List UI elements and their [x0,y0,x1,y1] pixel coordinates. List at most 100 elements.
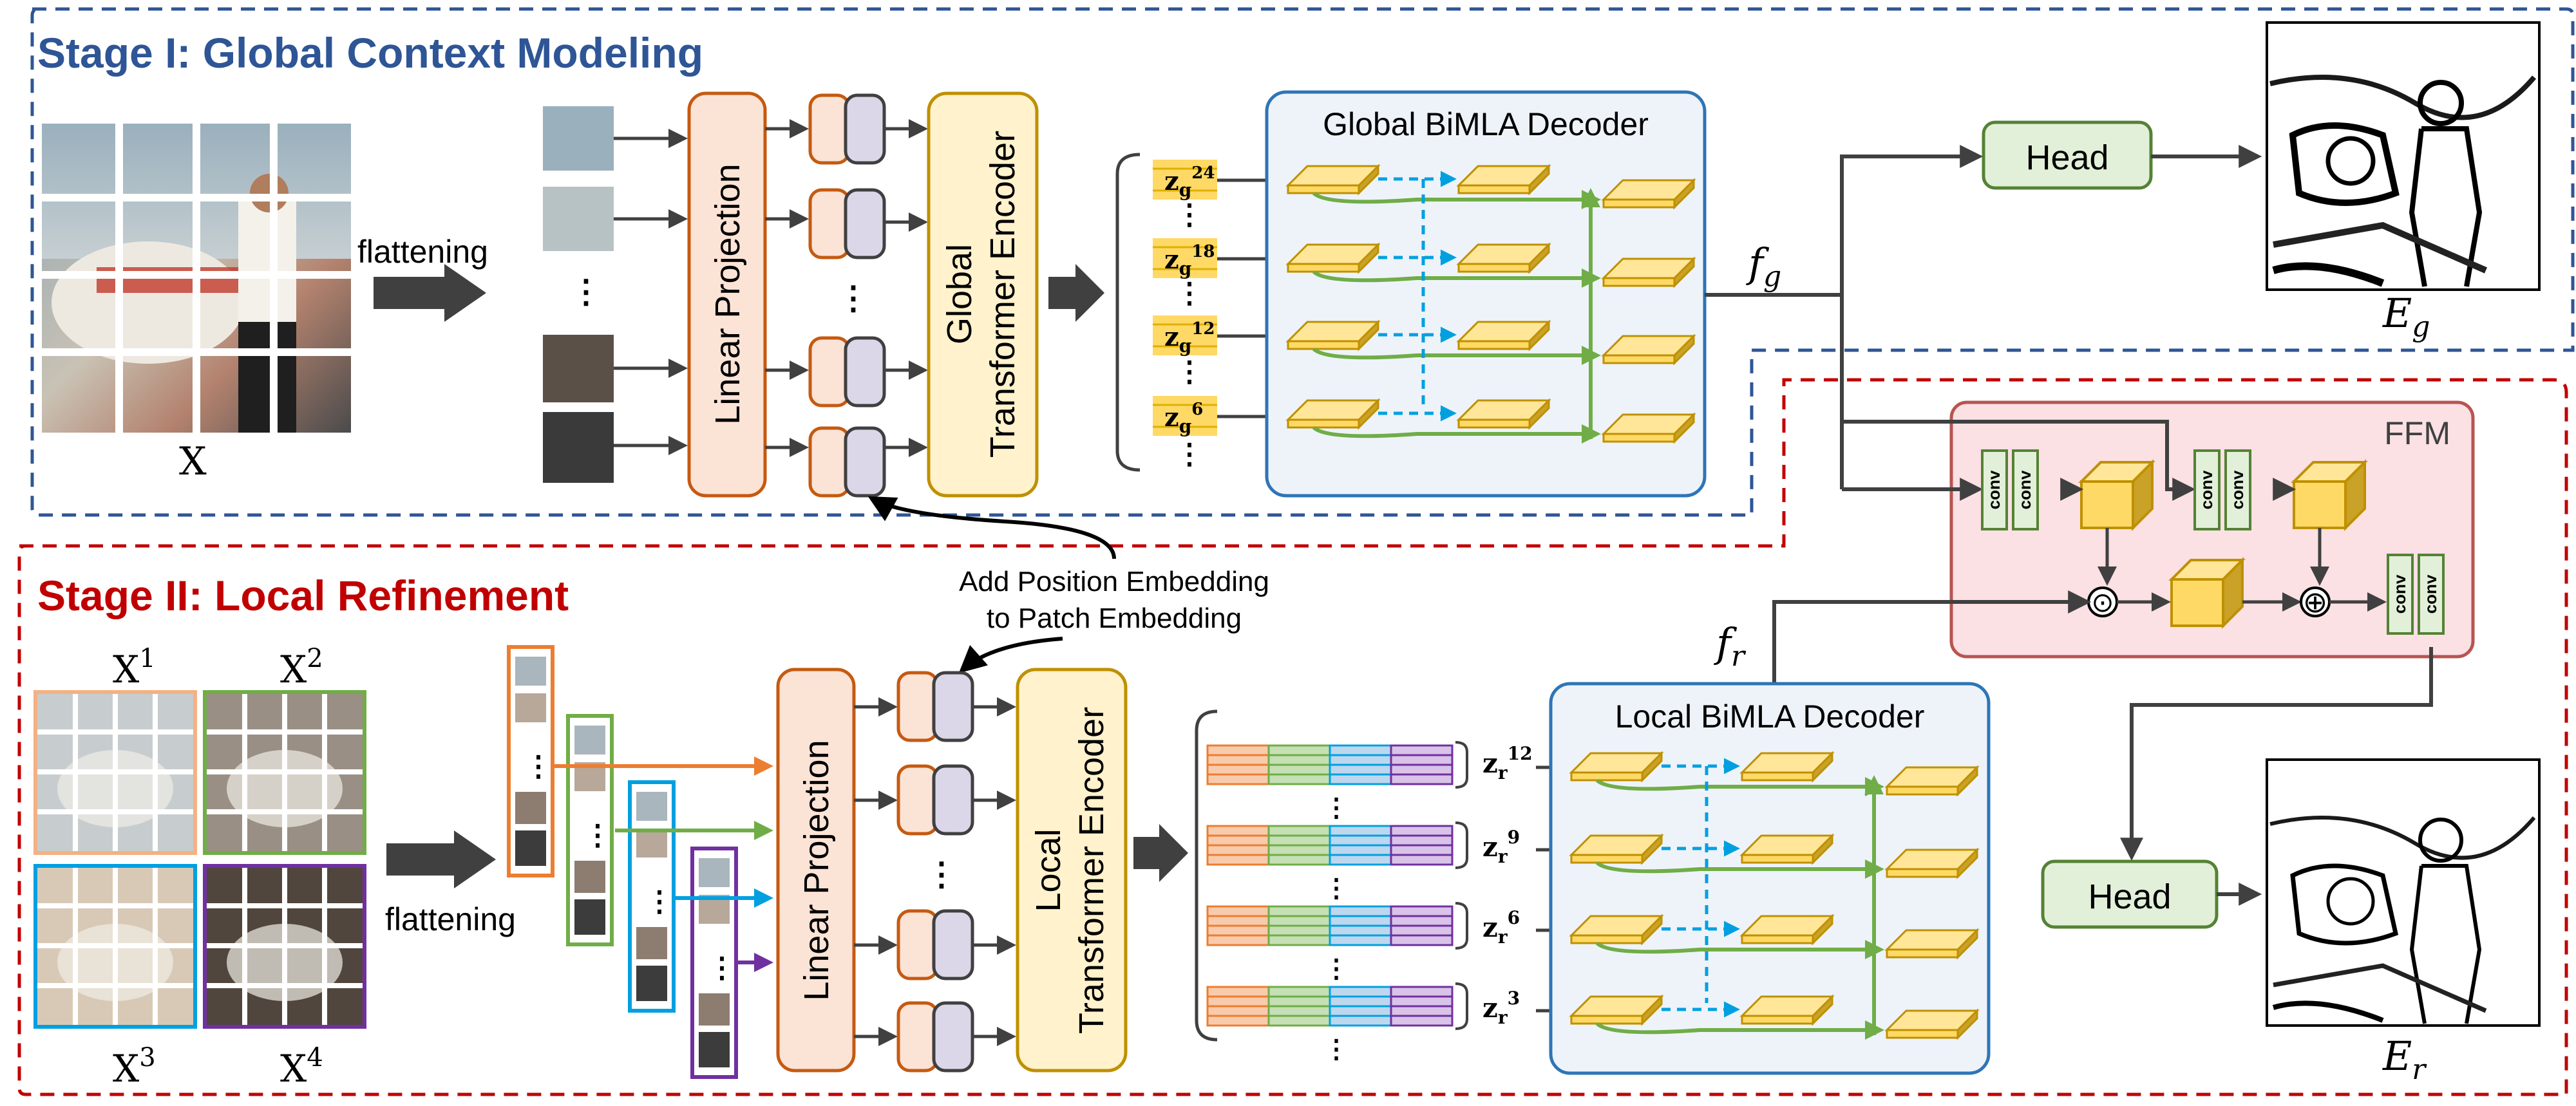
svg-text:⋮: ⋮ [1323,1035,1349,1064]
fg-to-head [1840,145,1984,295]
global-mid-tile-4 [1456,398,1551,430]
crop-4 [203,864,366,1029]
global-token-18: zg18 [1164,242,1215,279]
ffm-conv-3-1: conv [2387,554,2414,635]
global-green-link-3 [1312,346,1601,365]
stage1-border [30,7,2575,517]
linear-projection-2 [776,668,856,1073]
local-token-9: zr9 [1482,827,1520,867]
crop-1 [33,690,197,855]
global-right-tile-3 [1601,333,1696,366]
linear-projection-2-label: Linear Projection [797,740,836,1000]
global-right-tile-4 [1601,412,1696,444]
ffm-cube-1 [2078,459,2155,531]
encoder-arrow-2 [1133,824,1188,882]
local-right-tile-2 [1884,847,1980,879]
local-encoder-line1: Local [1029,829,1068,912]
embedding-tokens-1: ⋮ [808,93,886,498]
local-token-6: zr6 [1482,907,1520,948]
local-encoder-line2: Transformer Encoder [1072,707,1111,1034]
global-transformer-encoder [927,91,1039,498]
local-left-tile-4 [1569,994,1664,1026]
svg-text:⋮: ⋮ [1175,438,1204,470]
global-encoder-line1: Global [940,244,979,344]
ffm-conv-2-2: conv [2224,449,2251,530]
svg-text:conv: conv [1984,470,2003,509]
position-arrow-up [867,496,1116,559]
svg-text:conv: conv [2421,574,2440,614]
local-patch-column-1: ⋮ [507,645,554,877]
global-green-link-4 [1312,424,1601,444]
embedding-tokens-2: ⋮ [896,671,974,1073]
local-left-tile-1 [1569,751,1664,783]
crop-label-2: X2 [280,644,323,691]
global-token-6: zg6 [1164,400,1203,437]
svg-text:⋮: ⋮ [645,886,674,917]
ffm-conv-1-1: conv [1981,449,2008,530]
head-global-label: Head [2025,138,2108,177]
local-patch-column-4: ⋮ [690,847,738,1079]
encoder-arrow-1 [1048,264,1104,322]
local-green-link-2 [1595,859,1884,879]
local-patch-column-2: ⋮ [566,714,614,946]
local-token-row-2: ⋮ [1206,821,1468,903]
local-green-link-3 [1595,940,1884,959]
ffm-multiply-symbol: ⊙ [2091,587,2114,617]
svg-text:⋮: ⋮ [708,952,736,984]
ffm-to-head-local [2120,647,2433,861]
patch-column-1: ⋮ [543,106,614,483]
svg-text:⋮: ⋮ [524,751,553,782]
global-token-12: zg12 [1164,319,1215,357]
local-token-row-3: ⋮ [1206,902,1468,983]
local-left-tile-3 [1569,914,1664,946]
input-label: X [179,439,207,484]
svg-text:⋮: ⋮ [837,280,869,316]
svg-text:conv: conv [2228,470,2247,509]
svg-text:⋮: ⋮ [925,856,958,892]
flatten-label-2: flattening [385,901,516,937]
global-left-tile-1 [1285,164,1381,196]
local-patch-column-3: ⋮ [628,780,676,1013]
ffm-cube-3 [2168,557,2246,629]
token-bracket-1 [1115,153,1141,472]
local-edge-map [2266,758,2541,1027]
global-edge-map [2266,21,2541,291]
svg-text:⋮: ⋮ [1323,794,1349,822]
global-token-24: zg24 [1164,164,1215,201]
crop-3 [33,864,197,1029]
global-left-tile-4 [1285,398,1381,430]
stage2-border [17,378,2568,1096]
crop-2 [203,690,366,855]
global-mid-tile-1 [1456,164,1551,196]
svg-text:⋮: ⋮ [1175,277,1204,309]
global-decoder-tiles [1285,164,1696,444]
ffm-conv-3-2: conv [2418,554,2445,635]
ffm-cube-2 [2291,459,2368,531]
crop-label-4: X4 [280,1043,323,1091]
position-arrow-down [958,637,1063,673]
local-output-label: Er [2382,1033,2427,1086]
global-green-link-2 [1312,268,1601,288]
head-local-label: Head [2088,877,2171,916]
ffm-add-symbol: ⊕ [2303,585,2328,619]
local-token-3: zr3 [1482,988,1520,1028]
local-feature-label: fr [1714,619,1747,673]
stage1-title: Stage I: Global Context Modeling [37,29,703,77]
local-patch-columns: ⋮ ⋮ ⋮ ⋮ [507,645,738,1079]
local-left-tile-2 [1569,833,1664,865]
local-green-link-1 [1595,777,1884,796]
global-decoder-title: Global BiMLA Decoder [1323,106,1649,142]
flatten-label-1: flattening [357,234,488,270]
position-note-line2: to Patch Embedding [987,603,1242,634]
svg-text:⋮: ⋮ [1323,955,1349,983]
global-feature-label: fg [1746,239,1781,293]
svg-text:⋮: ⋮ [1175,199,1204,230]
token-bracket-2 [1195,709,1218,1042]
input-patch-grid [42,124,351,433]
local-decoder-title: Local BiMLA Decoder [1615,698,1925,735]
local-token-row-4: ⋮ [1206,982,1468,1064]
svg-text:⋮: ⋮ [1175,356,1204,388]
svg-text:conv: conv [2015,470,2034,509]
